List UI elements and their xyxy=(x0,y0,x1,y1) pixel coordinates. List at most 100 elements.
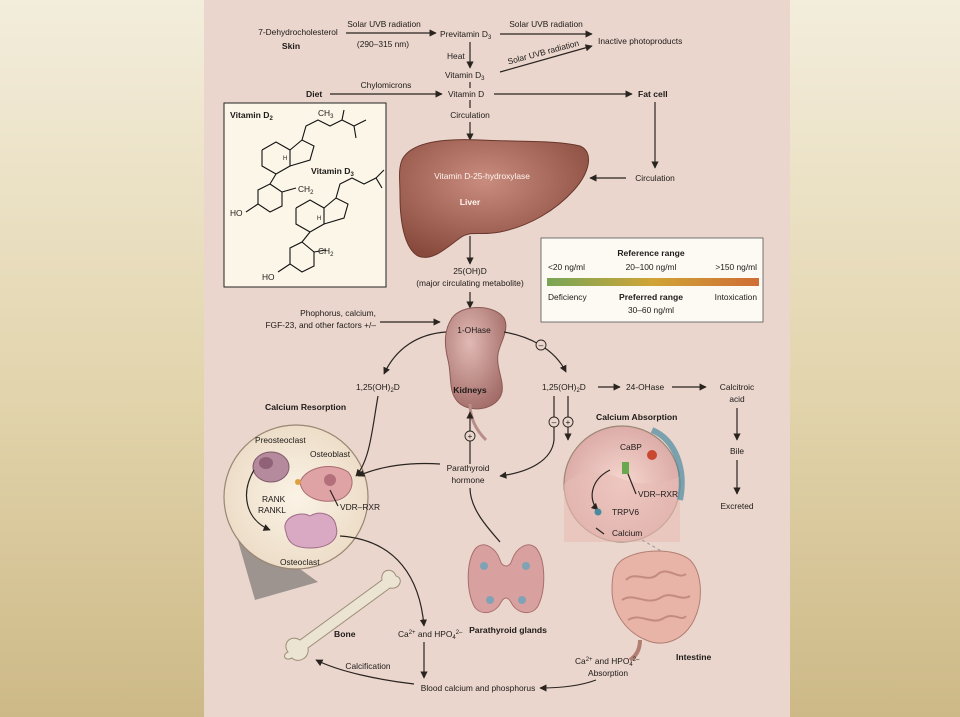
bile-label: Bile xyxy=(730,446,744,456)
ch3-label: CH3 xyxy=(318,108,334,120)
gland-dot-4 xyxy=(518,596,526,604)
excreted-label: Excreted xyxy=(720,501,753,511)
ho-label-a: HO xyxy=(230,208,243,218)
liver-label: Liver xyxy=(460,197,481,207)
calcification-arrow xyxy=(315,659,415,685)
metabolite-note: (major circulating metabolite) xyxy=(416,278,524,288)
intestine-fold-2 xyxy=(621,594,691,602)
rectum xyxy=(628,639,642,662)
gland-dot-2 xyxy=(522,562,530,570)
thyroid-shape xyxy=(467,544,545,613)
inactive-label: Inactive photoproducts xyxy=(598,36,682,46)
previtamin-label: Previtamin D3 xyxy=(440,29,492,41)
range-low: <20 ng/ml xyxy=(548,262,585,272)
kidney-region: Phophorus, calcium, FGF-23, and other fa… xyxy=(265,307,707,479)
bone-shape xyxy=(284,569,401,661)
resorption-title: Calcium Resorption xyxy=(265,402,346,412)
preferred-label: Preferred range xyxy=(619,292,683,302)
preferred-value: 30–60 ng/ml xyxy=(628,305,674,315)
feedback-minus-symbol xyxy=(535,339,547,351)
precursor-label: 7-Dehydrocholesterol xyxy=(258,27,338,37)
excretion-pathway: Calcitroic acid Bile Excreted xyxy=(720,382,754,511)
lumen-edge xyxy=(650,427,685,501)
skin-pathway: 7-Dehydrocholesterol Skin Solar UVB radi… xyxy=(258,19,682,88)
diet-pathway: Diet Chylomicrons Vitamin D Fat cell Cir… xyxy=(306,80,675,183)
kidney-enzyme-label: 1-OHase xyxy=(457,325,491,335)
vitamin-d-label: Vitamin D xyxy=(448,89,484,99)
pth-to-osteoblast-arrow xyxy=(357,462,441,477)
resorption-receptor-label: VDR–RXR xyxy=(340,502,380,512)
intestine-fold-1 xyxy=(625,570,687,581)
trpv6-label: TRPV6 xyxy=(612,507,639,517)
range-gradient-bar xyxy=(547,278,759,286)
resorption-circle xyxy=(223,424,369,570)
to-active-left-arrow xyxy=(383,331,447,375)
heat-label: Heat xyxy=(447,51,465,61)
intestine-label: Intestine xyxy=(676,652,712,662)
absorb-plus-text: + xyxy=(566,417,571,427)
structures-frame xyxy=(223,102,387,288)
osteoblast-label: Osteoblast xyxy=(310,449,351,459)
absorption-title: Calcium Absorption xyxy=(596,412,677,422)
osteoclast-cell xyxy=(284,512,338,549)
absorption-receptor-label: VDR–RXR xyxy=(638,489,678,499)
intestine-absorption-label: Absorption xyxy=(588,668,628,678)
calcification-label: Calcification xyxy=(345,661,390,671)
cabp-marker xyxy=(647,450,657,460)
ureter xyxy=(468,403,488,442)
vitamin-d3-label: Vitamin D3 xyxy=(445,70,485,82)
vitamin-d3-title: Vitamin D3 xyxy=(311,166,354,178)
intoxication-label: Intoxication xyxy=(715,292,758,302)
inhibit-pth-arrow xyxy=(499,439,555,479)
vitamin-d3-structure: CH2 HO H xyxy=(262,169,385,282)
calcium-pointer xyxy=(595,527,605,535)
rank-rankl-contact xyxy=(295,479,301,485)
catabolic-enzyme-label: 24-OHase xyxy=(626,382,665,392)
osteoclast-to-ions-arrow xyxy=(339,535,428,627)
h-label-b: H xyxy=(317,216,321,222)
range-mid: 20–100 ng/ml xyxy=(626,262,677,272)
intestine: Intestine Ca2+ and HPO42– Absorption xyxy=(539,550,712,692)
deficiency-label: Deficiency xyxy=(548,292,587,302)
fat-cell-label: Fat cell xyxy=(638,89,668,99)
liver-enzyme-label: Vitamin D-25-hydroxylase xyxy=(434,171,530,181)
receptor-pointer xyxy=(329,489,339,507)
absorb-plus-symbol xyxy=(562,416,574,428)
absorption-panel: Calcium Absorption CaBP VDR–RXR TRPV6 Ca… xyxy=(563,412,691,569)
reference-range-box: Reference range <20 ng/ml 20–100 ng/ml >… xyxy=(540,237,764,323)
range-high: >150 ng/ml xyxy=(715,262,757,272)
uvb3-arrow xyxy=(499,44,593,73)
calcitroic-line2: acid xyxy=(729,394,745,404)
vitamin-d2-structure: CH3 CH2 HO H xyxy=(230,108,367,218)
bone-label: Bone xyxy=(334,629,356,639)
circulation-right-label: Circulation xyxy=(635,173,675,183)
uvb-label: Solar UVB radiation xyxy=(347,19,421,29)
pth-plus-text: + xyxy=(468,431,473,441)
inhibit-minus-text: – xyxy=(552,417,557,427)
active-left-label: 1,25(OH)2D xyxy=(356,382,400,394)
bone-ions-label: Ca2+ and HPO42– xyxy=(398,629,463,641)
calcium-label: Calcium xyxy=(612,528,642,538)
vdr-rxr-marker xyxy=(622,462,629,474)
ho-label-b: HO xyxy=(262,272,275,282)
vitamin-d2-title: Vitamin D2 xyxy=(230,110,273,122)
h-label-a: H xyxy=(283,156,287,162)
pth-line2: hormone xyxy=(451,475,484,485)
ch2-label-b: CH2 xyxy=(318,246,334,258)
parathyroid-label: Parathyroid glands xyxy=(469,625,547,635)
pth-line1: Parathyroid xyxy=(447,463,490,473)
wavelength-label: (290–315 nm) xyxy=(357,39,409,49)
rank-label: RANK xyxy=(262,494,286,504)
ch2-label-a: CH2 xyxy=(298,184,314,196)
parathyroid-glands: Parathyroid glands xyxy=(467,487,547,635)
to-active-right-arrow xyxy=(503,331,567,373)
factors-line2: FGF-23, and other factors +/– xyxy=(265,320,376,330)
trpv6-channel xyxy=(594,508,602,516)
liver-shape xyxy=(399,139,589,258)
bone: Bone Ca2+ and HPO42– Calcification xyxy=(284,535,463,685)
preosteoclast-label: Preosteoclast xyxy=(255,435,306,445)
osteoblast-nucleus xyxy=(324,474,336,486)
resorption-panel: Calcium Resorption Preosteoclast Osteobl… xyxy=(223,395,441,600)
range-title: Reference range xyxy=(617,248,685,258)
calcitroic-line1: Calcitroic xyxy=(720,382,754,392)
